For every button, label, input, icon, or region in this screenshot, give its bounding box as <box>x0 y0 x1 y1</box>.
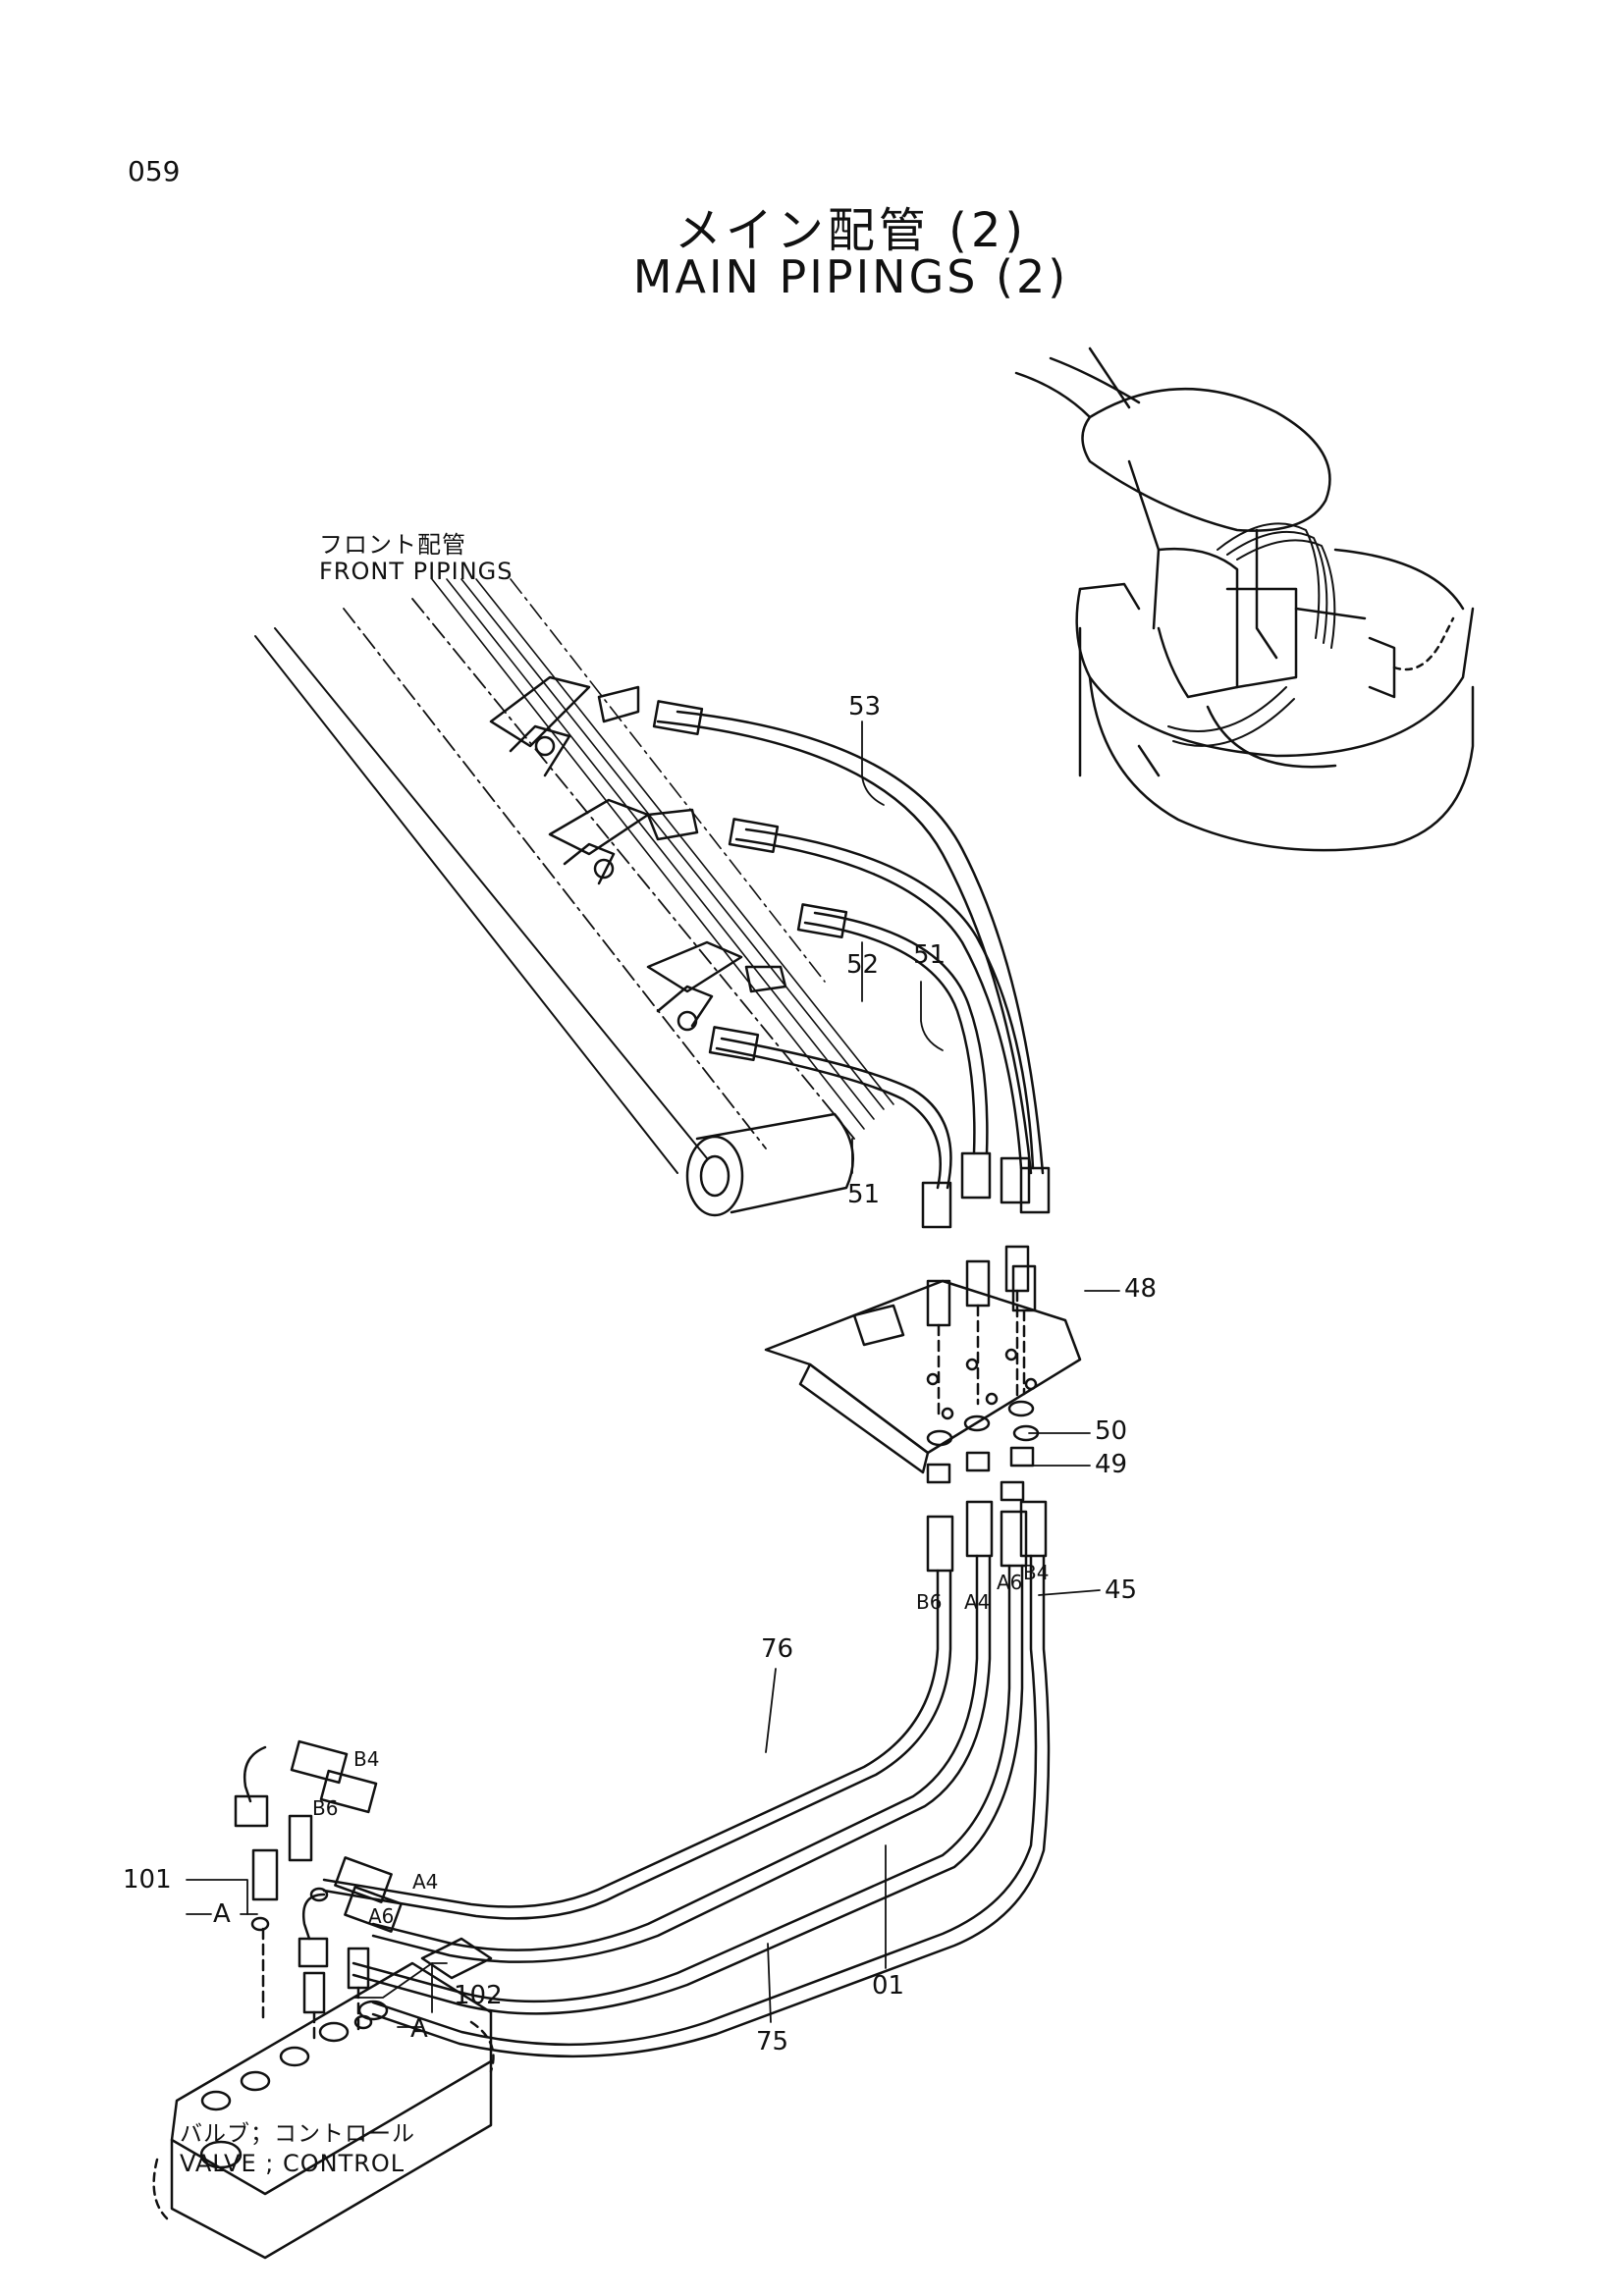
bracket-plate <box>764 1245 1082 1474</box>
port-b6-top: B6 <box>916 1590 943 1614</box>
washers-nuts <box>926 1400 1040 1502</box>
callout-50: 50 <box>1095 1416 1128 1446</box>
port-b6-left: B6 <box>312 1796 339 1820</box>
port-a6-left: A6 <box>368 1904 395 1928</box>
callout-76: 76 <box>761 1634 794 1664</box>
callout-52: 52 <box>846 950 880 980</box>
port-a6-top: A6 <box>997 1571 1023 1594</box>
front-hoses <box>652 700 1051 1229</box>
detail-mark-a-left: A <box>213 1899 231 1929</box>
valve-control-label-en: VALVE ; CONTROL <box>180 2150 406 2177</box>
lower-hoses <box>290 1500 1051 2058</box>
front-pipings-label-jp: フロント配管 <box>319 531 466 559</box>
title-japanese: メイン配管 (2) <box>674 203 1028 258</box>
valve-adapters <box>234 1745 373 2044</box>
callout-75: 75 <box>756 2027 789 2056</box>
leader-lines <box>186 721 1120 2028</box>
boom-outline <box>254 578 894 1217</box>
valve-control-label-jp: バルブ；コントロール <box>180 2121 415 2147</box>
control-valve <box>152 1937 495 2260</box>
port-a4-top: A4 <box>964 1590 991 1614</box>
port-b4-top: B4 <box>1023 1561 1050 1584</box>
page-number: 059 <box>128 155 181 187</box>
port-a4-left: A4 <box>412 1870 439 1894</box>
callout-102: 102 <box>454 1981 503 2010</box>
callout-51-lower: 51 <box>847 1180 881 1209</box>
callout-48: 48 <box>1124 1274 1158 1304</box>
callout-53: 53 <box>848 692 882 721</box>
callout-101: 101 <box>123 1865 172 1895</box>
port-b4-left: B4 <box>353 1747 380 1771</box>
callout-45: 45 <box>1105 1575 1138 1605</box>
front-piping-brackets <box>489 675 787 1032</box>
title-english: MAIN PIPINGS (2) <box>632 250 1069 303</box>
callout-49: 49 <box>1095 1450 1128 1479</box>
callout-51-upper: 51 <box>913 940 947 970</box>
detail-mark-a-right: A <box>410 2014 428 2044</box>
callout-01: 01 <box>872 1971 905 2001</box>
machine-inset <box>1014 347 1475 852</box>
front-pipings-label-en: FRONT PIPINGS <box>319 558 514 585</box>
